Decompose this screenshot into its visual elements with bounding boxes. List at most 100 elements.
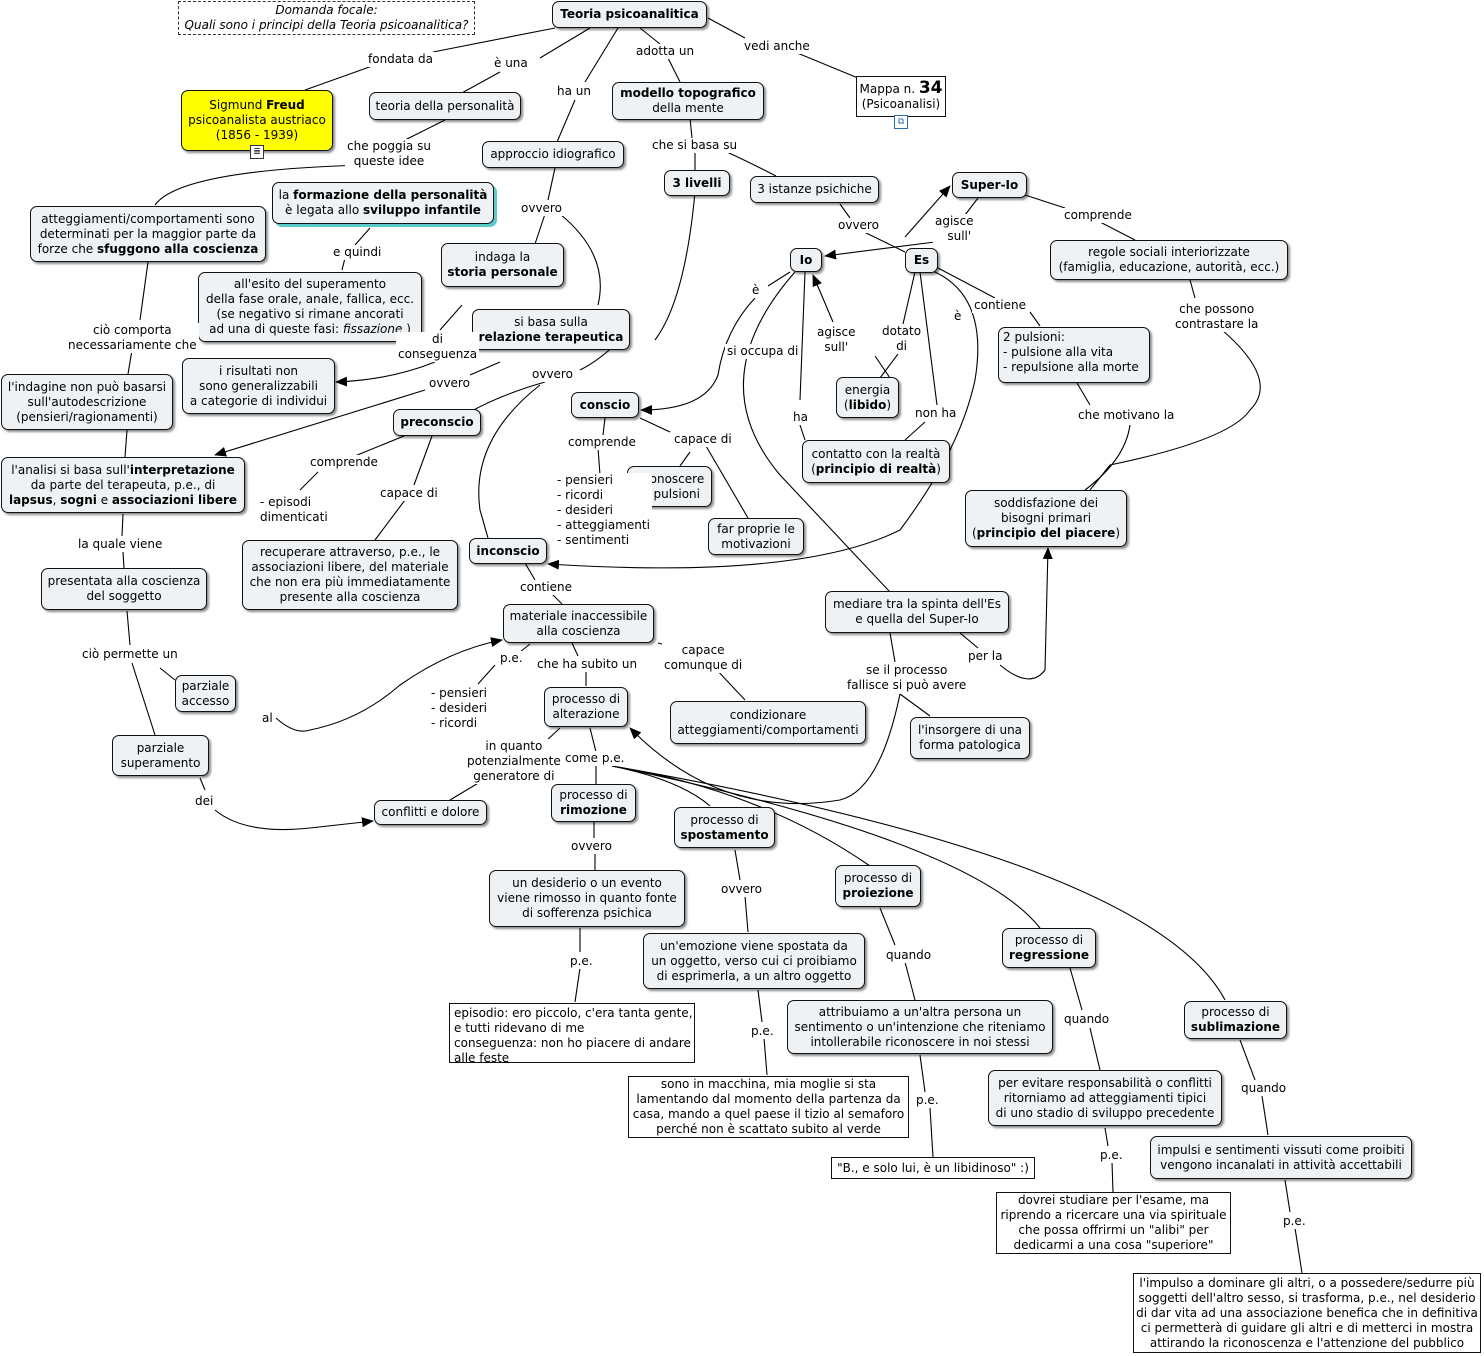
node-modello-topografico[interactable]: modello topografico della mente — [612, 82, 764, 120]
node-attribuiamo[interactable]: attribuiamo a un'altra persona un sentim… — [787, 1000, 1053, 1054]
condizionare-line-2: atteggiamenti/comportamenti — [677, 722, 859, 737]
indaga-bold: storia personale — [447, 265, 558, 279]
link-label: non ha — [913, 406, 959, 421]
alterazione-line-1: processo di — [551, 692, 621, 706]
node-analisi-interpretazione[interactable]: l'analisi si basa sull'interpretazione d… — [1, 457, 245, 513]
node-relazione-terapeutica[interactable]: si basa sulla relazione terapeutica — [472, 309, 630, 350]
node-studiare-esame[interactable]: dovrei studiare per l'esame, ma riprendo… — [996, 1192, 1231, 1254]
node-presentata-coscienza[interactable]: presentata alla coscienza del soggetto — [41, 568, 207, 610]
node-atteggiamenti-forze[interactable]: atteggiamenti/comportamenti sono determi… — [30, 206, 266, 262]
node-energia-libido[interactable]: energia (libido) — [836, 377, 899, 418]
node-es[interactable]: Es — [905, 248, 938, 273]
esito-line-3: (se negativo si rimane ancorati — [216, 307, 404, 321]
node-sigmund-freud[interactable]: Sigmund Freud psicoanalista austriaco (1… — [181, 90, 333, 151]
esito-fissazione: fissazione — [342, 322, 403, 336]
macchina-line-4: perché non è scattato subito al verde — [656, 1122, 881, 1136]
node-indagine-autodescrizione[interactable]: l'indagine non può basarsi sull'autodesc… — [1, 374, 173, 430]
node-processo-alterazione[interactable]: processo di alterazione — [544, 687, 628, 727]
node-materiale-inaccessibile[interactable]: materiale inaccessibile alla coscienza — [503, 604, 654, 643]
parziale-sup-line-1: parziale — [136, 740, 185, 755]
link-label-line: - ricordi — [431, 716, 478, 730]
node-processo-spostamento[interactable]: processo di spostamento — [674, 807, 775, 848]
node-esito-superamento[interactable]: all'esito del superamento della fase ora… — [198, 272, 422, 342]
node-impulsi-sentimenti[interactable]: impulsi e sentimenti vissuti come proibi… — [1150, 1136, 1412, 1179]
link-label: comprende — [1062, 208, 1134, 223]
node-inconscio[interactable]: inconscio — [469, 538, 547, 564]
link-label-line: conseguenza — [398, 347, 478, 361]
node-io[interactable]: Io — [790, 248, 822, 272]
pulsioni-line-2: - pulsione alla vita — [1003, 345, 1114, 359]
node-regole-sociali[interactable]: regole sociali interiorizzate (famiglia,… — [1050, 240, 1288, 280]
node-teoria-personalita[interactable]: teoria della personalità — [369, 92, 521, 120]
impulso-line-4: ci permetterà di guidare gli altri e di … — [1140, 1320, 1474, 1335]
presentata-line-2: del soggetto — [86, 589, 162, 603]
modello-subtitle: della mente — [652, 101, 724, 115]
freud-surname: Freud — [266, 98, 305, 112]
node-processo-rimozione[interactable]: processo di rimozione — [551, 784, 636, 822]
node-processo-sublimazione[interactable]: processo di sublimazione — [1184, 1001, 1287, 1039]
node-evitare-responsabilita[interactable]: per evitare responsabilità o conflitti r… — [988, 1070, 1222, 1126]
risultati-line-3: a categorie di individui — [189, 393, 328, 408]
link-label: contiene — [518, 580, 574, 595]
parziale-accesso-line-2: accesso — [181, 693, 230, 708]
node-3-livelli[interactable]: 3 livelli — [664, 170, 730, 196]
formazione-pre: la — [278, 188, 294, 202]
node-macchina[interactable]: sono in macchina, mia moglie si sta lame… — [628, 1076, 909, 1138]
link-label: - pensieri - desideri - ricordi — [429, 686, 489, 731]
node-mediare-es-superio[interactable]: mediare tra la spinta dell'Es e quella d… — [825, 591, 1009, 633]
node-formazione-personalita[interactable]: la formazione della personalità è legata… — [272, 182, 494, 224]
link-label: ovvero — [836, 218, 881, 233]
node-condizionare-atteggiamenti[interactable]: condizionare atteggiamenti/comportamenti — [670, 701, 866, 744]
node-recuperare-associazioni[interactable]: recuperare attraverso, p.e., le associaz… — [242, 540, 458, 610]
node-forma-patologica[interactable]: l'insorgere di una forma patologica — [910, 717, 1030, 759]
node-soddisfazione-bisogni[interactable]: soddisfazione dei bisogni primari (princ… — [965, 490, 1127, 547]
mediare-line-1: mediare tra la spinta dell'Es — [832, 597, 1002, 611]
node-risultati-non-generalizzabili[interactable]: i risultati non sono generalizzabili a c… — [182, 358, 335, 414]
node-parziale-superamento[interactable]: parziale superamento — [112, 735, 209, 776]
node-libidinoso[interactable]: "B., e solo lui, è un libidinoso" :) — [831, 1157, 1035, 1179]
node-processo-proiezione[interactable]: processo di proiezione — [835, 865, 921, 907]
node-2-pulsioni[interactable]: 2 pulsioni: - pulsione alla vita - repul… — [998, 327, 1150, 383]
episodio-line-1: episodio: ero piccolo, c'era tanta gente… — [454, 1006, 693, 1020]
node-teoria-psicoanalitica[interactable]: Teoria psicoanalitica — [552, 1, 707, 28]
node-desiderio-rimosso[interactable]: un desiderio o un evento viene rimosso i… — [489, 870, 685, 927]
recuperare-line-2: associazioni libere, del materiale — [251, 560, 449, 574]
link-label: - pensieri - ricordi - desideri - attegg… — [555, 473, 652, 548]
node-processo-regressione[interactable]: processo di regressione — [1002, 928, 1096, 968]
link-label: fondata da — [366, 52, 435, 67]
spostamento-line-1: processo di — [690, 812, 759, 827]
node-preconscio[interactable]: preconscio — [393, 409, 481, 436]
link-label: ovvero — [530, 367, 575, 382]
soddisfazione-line-1: soddisfazione dei — [993, 496, 1099, 510]
node-mappa-34[interactable]: Mappa n. 34 (Psicoanalisi) — [856, 76, 946, 117]
modello-title: modello topografico — [620, 86, 756, 100]
node-approccio-idiografico[interactable]: approccio idiografico — [482, 141, 624, 168]
node-indaga-storia[interactable]: indaga la storia personale — [441, 243, 564, 287]
node-emozione-spostata[interactable]: un'emozione viene spostata da un oggetto… — [643, 933, 865, 989]
node-parziale-accesso[interactable]: parziale accesso — [175, 675, 236, 712]
focal-question: Domanda focale: Quali sono i principi de… — [178, 1, 475, 35]
patologica-line-2: forma patologica — [919, 738, 1021, 752]
link-label-line: dotato — [882, 324, 922, 338]
link-label-line: se il processo — [865, 663, 948, 677]
concept-map-link-icon[interactable]: ⧉ — [894, 115, 908, 129]
node-conscio[interactable]: conscio — [571, 392, 639, 418]
link-label-line: - desideri — [431, 701, 487, 715]
impulso-line-1: l'impulso a dominare gli altri, o a poss… — [1139, 1275, 1475, 1290]
link-label-line: - pensieri — [557, 473, 613, 487]
link-label-line: di — [432, 332, 443, 346]
note-icon[interactable]: ≣ — [250, 145, 264, 159]
node-impulso-dominare[interactable]: l'impulso a dominare gli altri, o a poss… — [1133, 1273, 1481, 1353]
materiale-line-1: materiale inaccessibile — [509, 608, 648, 623]
node-far-proprie-motivazioni[interactable]: far proprie le motivazioni — [708, 518, 804, 555]
node-contatto-realta[interactable]: contatto con la realtà (principio di rea… — [802, 440, 950, 483]
node-super-io[interactable]: Super-Io — [952, 172, 1027, 198]
evitare-line-3: di uno stadio di sviluppo precedente — [995, 1105, 1215, 1120]
node-3-istanze[interactable]: 3 istanze psichiche — [750, 176, 879, 203]
link-label: è — [750, 283, 762, 298]
node-episodio[interactable]: episodio: ero piccolo, c'era tanta gente… — [449, 1003, 695, 1065]
node-conflitti-dolore[interactable]: conflitti e dolore — [374, 800, 487, 825]
regressione-bold: regressione — [1008, 948, 1090, 962]
presentata-line-1: presentata alla coscienza — [47, 574, 201, 588]
link-label: al — [260, 711, 275, 726]
